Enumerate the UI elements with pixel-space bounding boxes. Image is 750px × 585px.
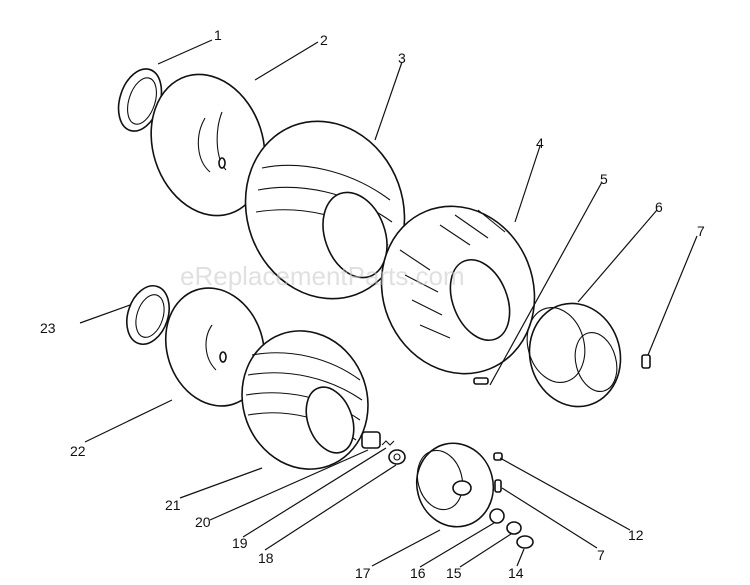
callout-16: 16 bbox=[410, 565, 426, 581]
callout-20: 20 bbox=[195, 514, 211, 530]
part-4-lug-tire bbox=[380, 205, 536, 375]
part-7-bolt-lower bbox=[494, 479, 502, 493]
part-23-rim-band bbox=[126, 285, 170, 345]
callout-23: 23 bbox=[40, 320, 56, 336]
callout-numbers: 1 2 3 4 5 6 7 23 22 21 20 19 18 17 16 15… bbox=[40, 27, 705, 581]
part-7-bolt-upper bbox=[641, 354, 651, 369]
part-15-nut bbox=[506, 521, 522, 535]
callout-3: 3 bbox=[398, 50, 406, 66]
callout-22: 22 bbox=[70, 443, 86, 459]
callout-19: 19 bbox=[232, 535, 248, 551]
callout-12: 12 bbox=[628, 527, 644, 543]
callout-4: 4 bbox=[536, 135, 544, 151]
part-19-fitting bbox=[381, 440, 395, 446]
callout-7-lower: 7 bbox=[597, 547, 605, 563]
callout-15: 15 bbox=[446, 565, 462, 581]
watermark: eReplacementParts.com bbox=[180, 261, 465, 291]
part-20-bushing bbox=[361, 431, 381, 449]
part-2-inner-tube bbox=[150, 73, 266, 217]
callout-17: 17 bbox=[355, 565, 371, 581]
callout-5: 5 bbox=[600, 171, 608, 187]
part-21-ribbed-tire bbox=[241, 330, 369, 470]
callout-7-upper: 7 bbox=[697, 223, 705, 239]
part-6-wheel-rim bbox=[526, 302, 622, 408]
part-22-inner-tube bbox=[164, 287, 266, 407]
callout-2: 2 bbox=[320, 32, 328, 48]
part-3-turf-tire bbox=[244, 120, 406, 300]
part-17-wheel-rim bbox=[415, 442, 495, 528]
part-18-washer bbox=[388, 449, 406, 465]
leader-lines bbox=[79, 39, 698, 568]
part-5-valve-stem bbox=[473, 377, 489, 385]
part-16-bearing bbox=[489, 508, 505, 524]
part-14-cap bbox=[516, 535, 534, 549]
callout-6: 6 bbox=[655, 199, 663, 215]
callout-14: 14 bbox=[508, 565, 524, 581]
callout-18: 18 bbox=[258, 550, 274, 566]
callout-1: 1 bbox=[214, 27, 222, 43]
callout-21: 21 bbox=[165, 497, 181, 513]
